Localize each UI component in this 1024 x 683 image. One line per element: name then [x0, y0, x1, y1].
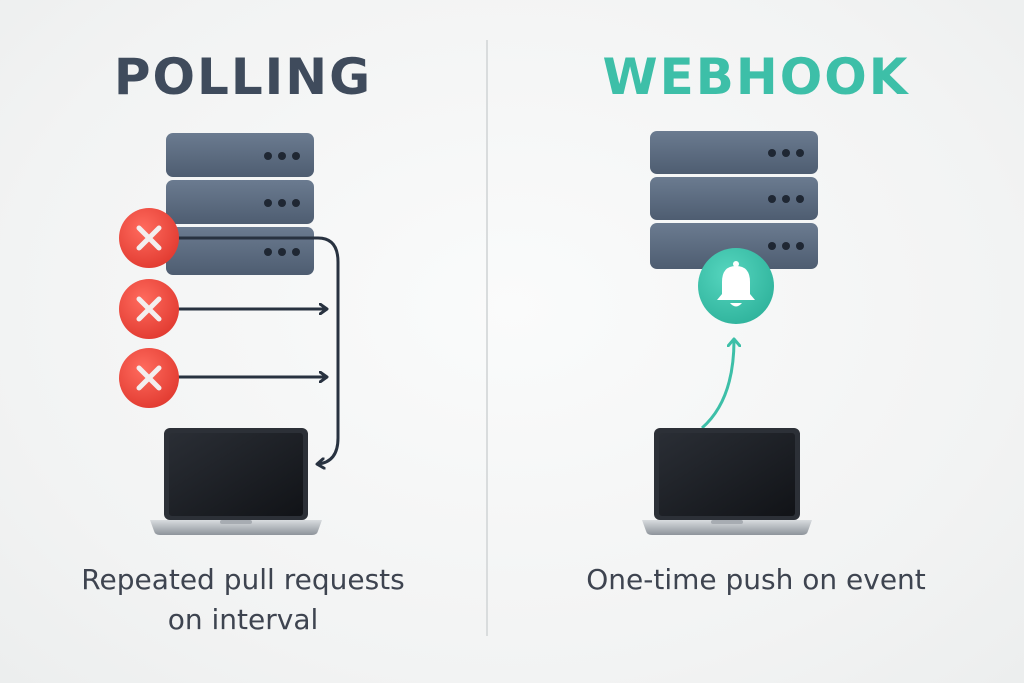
response-curve-arrow — [178, 236, 340, 464]
webhook-title: WEBHOOK — [602, 48, 910, 106]
webhook-caption: One-time push on event — [488, 560, 1024, 600]
server-unit — [650, 131, 818, 174]
failed-request-icon — [119, 208, 179, 268]
push-arrow — [701, 340, 734, 430]
server-unit — [166, 227, 314, 275]
server-unit — [650, 177, 818, 220]
polling-panel: POLLING — [0, 0, 486, 683]
server-unit — [166, 133, 314, 177]
bell-icon — [698, 248, 774, 324]
polling-server — [166, 133, 314, 275]
polling-caption-line: Repeated pull requests — [81, 563, 405, 596]
webhook-caption-line: One-time push on event — [586, 563, 926, 596]
failed-request-icon — [119, 279, 179, 339]
polling-diagram — [119, 133, 340, 535]
polling-title: POLLING — [113, 48, 373, 106]
webhook-server — [650, 131, 818, 269]
polling-caption-line: on interval — [167, 603, 319, 636]
polling-client-laptop — [150, 428, 322, 535]
server-unit — [166, 180, 314, 224]
server-unit — [650, 223, 818, 269]
failed-request-icon — [119, 348, 179, 408]
panel-divider — [486, 40, 488, 636]
webhook-panel: WEBHOOK — [488, 0, 1024, 683]
polling-caption: Repeated pull requests on interval — [0, 560, 486, 640]
webhook-diagram — [642, 131, 818, 535]
webhook-client-laptop — [642, 428, 812, 535]
